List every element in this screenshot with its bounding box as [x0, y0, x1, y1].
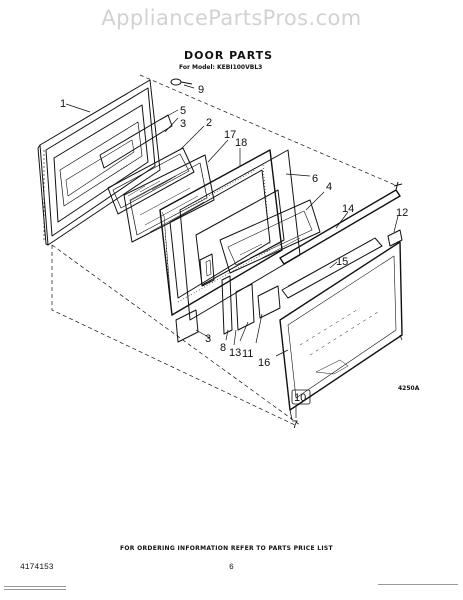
part-insulation	[159, 149, 283, 317]
projection-lines	[51, 74, 396, 426]
part-inner-trim	[99, 114, 173, 169]
figure-code: 4250A	[398, 385, 420, 392]
part-spacers	[221, 275, 281, 335]
callout-5: 5	[180, 105, 186, 117]
callout-14: 14	[342, 203, 354, 215]
part-side-clip	[387, 229, 403, 247]
part-window-glass	[123, 154, 215, 243]
document-number: 4174153	[20, 563, 54, 572]
callout-11: 11	[242, 348, 253, 360]
callout-4: 4	[326, 181, 332, 193]
page-number: 6	[229, 563, 234, 572]
callout-13: 13	[229, 347, 241, 359]
callout-1: 1	[60, 98, 66, 110]
callout-3-bottom: 3	[205, 333, 211, 345]
fineprint-right	[378, 584, 458, 589]
diagram-title: DOOR PARTS	[184, 49, 274, 62]
part-bottom-rail	[175, 309, 199, 343]
site-watermark: AppliancePartsPros.com	[101, 6, 362, 30]
part-top-trim	[279, 181, 403, 265]
callout-10: 10	[294, 392, 306, 404]
callout-8: 8	[220, 342, 226, 354]
fineprint-left	[4, 586, 66, 593]
callout-2: 2	[206, 117, 212, 129]
callout-17: 17	[224, 129, 236, 141]
part-outer-door-frame	[37, 79, 161, 246]
callout-12: 12	[396, 207, 408, 219]
callout-3-top: 3	[180, 118, 186, 130]
callout-6: 6	[312, 173, 318, 185]
part-outer-door-panel	[279, 241, 403, 421]
part-handle	[281, 237, 383, 299]
callout-16: 16	[258, 357, 270, 369]
callout-9: 9	[198, 84, 204, 96]
part-outer-glass	[219, 199, 321, 274]
callout-18: 18	[235, 137, 247, 149]
callout-7: 7	[292, 419, 298, 431]
part-clip	[170, 78, 193, 86]
model-line: For Model: KEBI100VBL3	[179, 64, 263, 71]
leader-lines	[65, 84, 399, 418]
ordering-note: FOR ORDERING INFORMATION REFER TO PARTS …	[120, 545, 333, 552]
callout-15: 15	[336, 256, 348, 268]
